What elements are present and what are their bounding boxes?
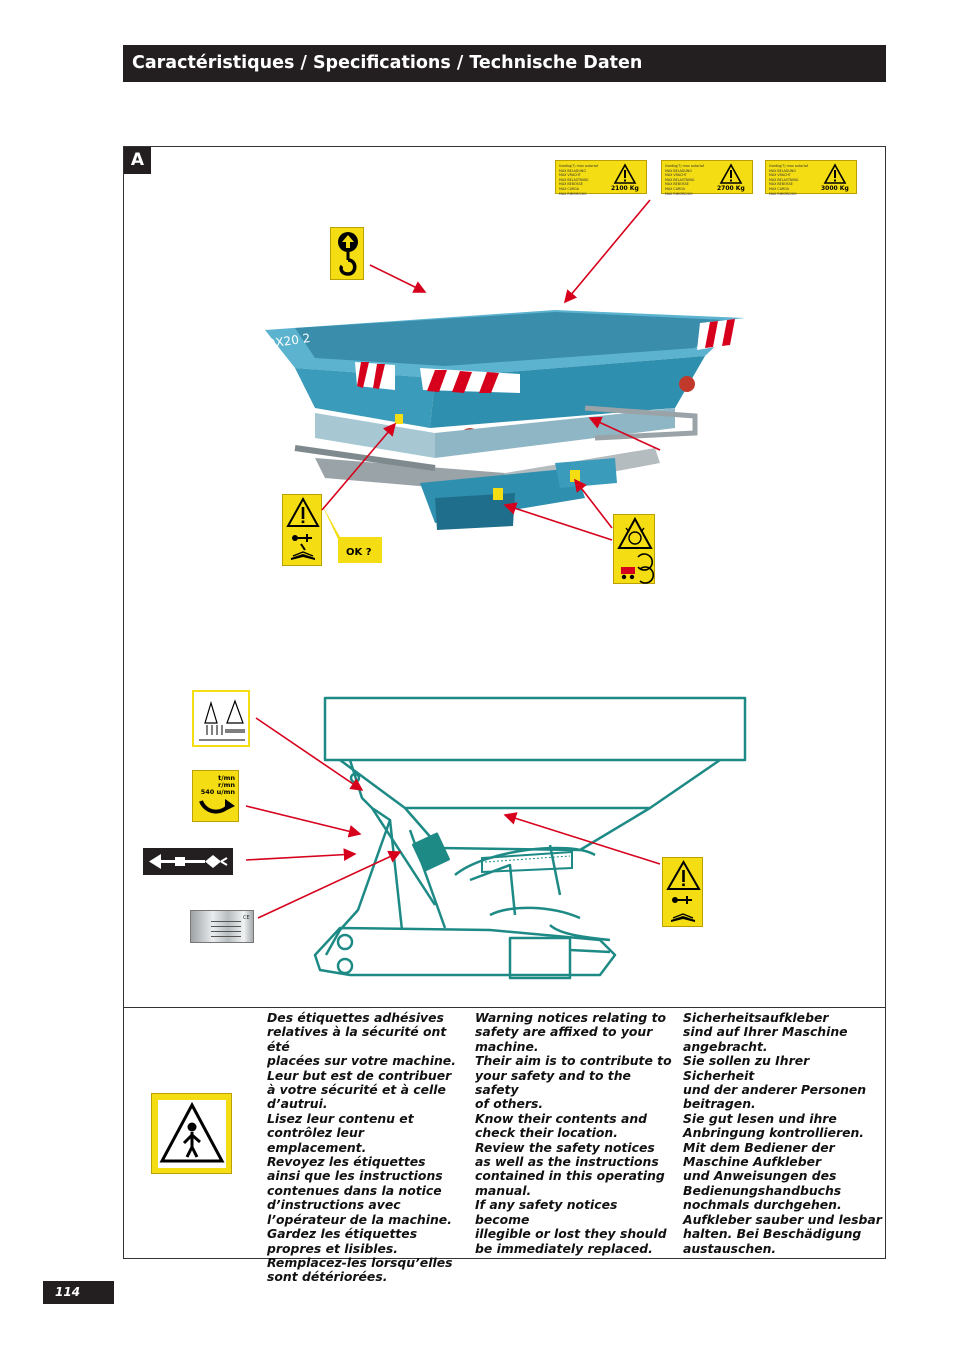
ok-text: OK ? [346,547,372,558]
warning-triangle-icon [286,496,320,527]
rotation-arrow-icon [199,799,235,814]
warning-triangle-icon [666,859,701,890]
spreader-line-drawing [313,696,747,980]
weight-value: 3000 Kg [821,185,849,192]
lifting-hook-icon [338,232,358,276]
svg-text:CE: CE [243,915,250,921]
spread-pattern-icon [199,699,245,741]
page-header: Caractéristiques / Specifications / Tech… [123,45,886,82]
warning-triangle-icon [823,163,847,184]
weight-label-1: Usedkg(?) max autorisé MAX BELADUNG MAX … [555,160,647,196]
rotating-disc-hazard-icon [617,516,653,549]
safety-text-de: Sicherheitsaufkleber sind auf Ihrer Masc… [683,1010,882,1256]
page-title: Caractéristiques / Specifications / Tech… [132,53,643,73]
weight-label-text: Usedkg(?) max autorisé MAX BELADUNG MAX … [665,164,705,196]
spreader-machine-photo: DX20 2 [265,310,745,530]
person-warning-icon [158,1100,226,1168]
ok-callout: OK ? [322,505,382,563]
manual-book-icon [671,896,695,922]
spread-pattern-sticker [192,690,250,747]
rotating-disc-sticker [613,514,655,584]
safety-text-en: Warning notices relating to safety are a… [475,1010,672,1256]
safety-text-fr: Des étiquettes adhésives relatives à la … [267,1010,456,1285]
ce-plate-icon: CE [211,915,250,937]
lifting-hook-sticker [330,227,364,280]
warning-triangle-icon [613,163,637,184]
pto-shaft-icon [149,854,228,869]
machine-model-text: DX20 2 [265,331,311,351]
manual-book-icon [291,534,315,560]
pto-speed-text: t/mn r/mn 540 u/mn [200,774,235,796]
section-label: A [124,147,151,174]
pto-speed-sticker: t/mn r/mn 540 u/mn [192,770,239,822]
page-number: 114 [43,1281,114,1304]
person-warning-sticker [151,1093,232,1174]
weight-label-3: Usedkg(?) max autorisé MAX BELADUNG MAX … [765,160,857,196]
weight-label-2: Usedkg(?) max autorisé MAX BELADUNG MAX … [661,160,753,196]
safety-text-panel [123,1007,886,1259]
warning-triangle-icon [719,163,743,184]
pto-stop-icon [621,553,655,584]
weight-label-text: Usedkg(?) max autorisé MAX BELADUNG MAX … [769,164,809,196]
weight-value: 2100 Kg [611,185,639,192]
weight-label-text: Usedkg(?) max autorisé MAX BELADUNG MAX … [559,164,599,196]
warning-sticker-right [662,857,703,927]
pto-shaft-sticker [143,848,233,875]
weight-value: 2700 Kg [717,185,745,192]
warning-sticker-left [282,494,322,566]
ce-identification-plate: CE [190,910,254,943]
